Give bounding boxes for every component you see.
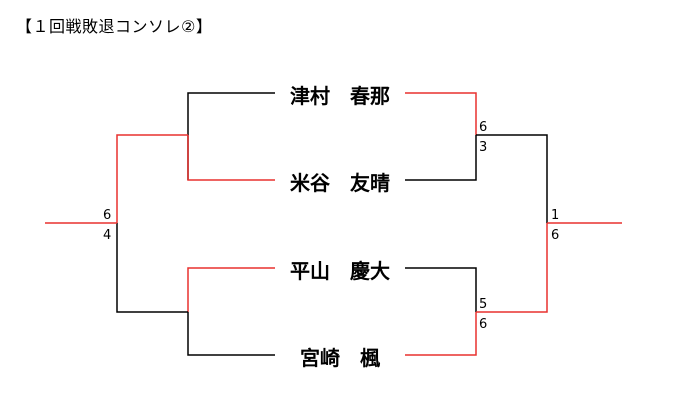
left-line-p4 <box>187 312 275 356</box>
player-name: 宮崎 楓 <box>300 346 380 370</box>
score-right-semi-bottom: 3 <box>479 140 488 155</box>
score-left-final-top: 6 <box>103 208 112 223</box>
left-line-p1 <box>187 92 275 180</box>
score-right-semi2-bottom: 6 <box>479 317 488 332</box>
score-right-final-top: 1 <box>551 208 560 223</box>
player-name: 米谷 友晴 <box>290 171 390 195</box>
bracket-title: 【１回戦敗退コンソレ②】 <box>16 17 213 36</box>
left-line-p3 <box>187 267 275 312</box>
right-line-p3 <box>405 267 477 312</box>
right-semi-top <box>476 134 548 223</box>
left-line-p2 <box>187 135 275 181</box>
right-line-p2 <box>405 135 477 181</box>
score-right-semi-top: 6 <box>479 120 488 135</box>
score-right-semi2-top: 5 <box>479 297 488 312</box>
left-semi-top <box>116 134 188 223</box>
score-right-final-bottom: 6 <box>551 228 560 243</box>
right-line-p4 <box>405 312 477 356</box>
right-line-p1 <box>405 92 477 135</box>
right-semi-bottom <box>476 223 548 313</box>
player-name: 津村 春那 <box>290 84 390 108</box>
left-semi-bottom <box>116 223 188 313</box>
score-left-final-bottom: 4 <box>103 228 112 243</box>
player-name: 平山 慶大 <box>290 259 390 283</box>
